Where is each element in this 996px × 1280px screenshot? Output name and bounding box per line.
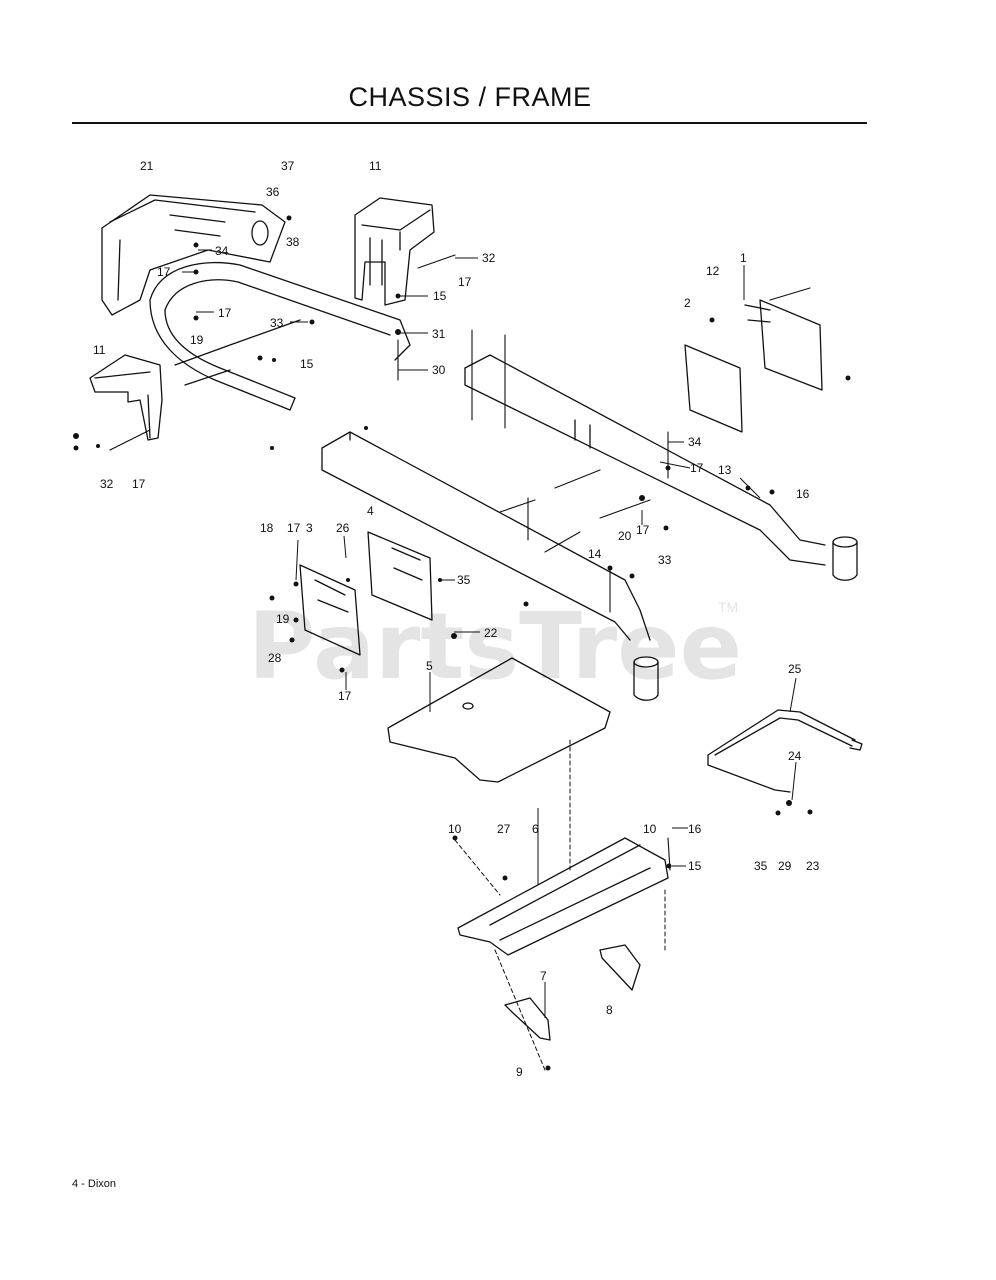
- callout: 10: [643, 822, 657, 836]
- callout: 13: [718, 463, 732, 477]
- callout: 15: [433, 289, 447, 303]
- lower-mount-bracket: [89, 354, 163, 441]
- bolts: [109, 254, 811, 871]
- callout: 30: [432, 363, 446, 377]
- callout: 37: [281, 159, 295, 173]
- callout: 33: [658, 553, 672, 567]
- seat-plate-right: [684, 299, 823, 433]
- callout: 9: [516, 1065, 523, 1079]
- callout: 26: [336, 521, 350, 535]
- callout: 19: [190, 333, 204, 347]
- callout: 32: [100, 477, 114, 491]
- caster-tube-left: [633, 656, 659, 701]
- callout: 28: [268, 651, 282, 665]
- page-footer: 4 - Dixon: [72, 1178, 117, 1190]
- upper-mount-bracket: [354, 197, 435, 306]
- watermark: PartsTree TM: [248, 593, 742, 700]
- page-title: CHASSIS / FRAME: [348, 82, 592, 112]
- callout: 17: [218, 306, 232, 320]
- callout: 15: [688, 859, 702, 873]
- rear-bracket-part: [101, 194, 286, 316]
- watermark-tm: TM: [718, 599, 738, 615]
- title-divider: [72, 122, 867, 124]
- watermark-text: PartsTree: [248, 593, 742, 700]
- callout: 10: [448, 822, 462, 836]
- callout: 2: [684, 296, 691, 310]
- callout: 15: [300, 357, 314, 371]
- callout: 6: [532, 822, 539, 836]
- callout: 22: [484, 626, 498, 640]
- seat-bar-handle: [707, 709, 863, 793]
- callout-labels: 21 37 11 36 38 34 17 32 17 15 12 1 2 17 …: [93, 159, 820, 1079]
- hardware-marks: [73, 215, 851, 1071]
- mount-bracket-7: [504, 997, 551, 1041]
- callout: 33: [270, 316, 284, 330]
- callout: 4: [367, 504, 374, 518]
- side-plates: [299, 531, 433, 656]
- callout: 17: [287, 521, 301, 535]
- callout: 8: [606, 1003, 613, 1017]
- callout: 18: [260, 521, 274, 535]
- callout: 5: [426, 659, 433, 673]
- callout: 14: [588, 547, 602, 561]
- callout: 17: [636, 523, 650, 537]
- callout: 17: [132, 477, 146, 491]
- callout: 34: [688, 435, 702, 449]
- callout: 1: [740, 251, 747, 265]
- callout: 12: [706, 264, 720, 278]
- upper-loop-frame: [149, 262, 411, 411]
- callout: 34: [215, 244, 229, 258]
- callout: 21: [140, 159, 154, 173]
- callout: 36: [266, 185, 280, 199]
- caster-tube-right: [832, 536, 858, 581]
- assembly-leader-lines: [454, 739, 666, 1071]
- main-frame-rail: [321, 354, 826, 641]
- callout: 7: [540, 969, 547, 983]
- callout-leaders: [182, 249, 797, 1018]
- callout: 25: [788, 662, 802, 676]
- callout: 17: [338, 689, 352, 703]
- mount-bracket-8: [599, 944, 641, 991]
- callout: 16: [796, 487, 810, 501]
- callout: 31: [432, 327, 446, 341]
- callout: 24: [788, 749, 802, 763]
- callout: 32: [482, 251, 496, 265]
- lower-channel: [457, 837, 669, 956]
- callout: 20: [618, 529, 632, 543]
- callout: 17: [157, 265, 171, 279]
- callout: 17: [458, 275, 472, 289]
- callout: 38: [286, 235, 300, 249]
- callout: 11: [369, 159, 382, 173]
- callout: 11: [93, 343, 106, 357]
- callout: 3: [306, 521, 313, 535]
- callout: 16: [688, 822, 702, 836]
- floor-plate: [387, 657, 611, 783]
- callout: 35: [457, 573, 471, 587]
- callout: 29: [778, 859, 792, 873]
- callout: 23: [806, 859, 820, 873]
- callout: 27: [497, 822, 511, 836]
- callout: 17: [690, 461, 704, 475]
- callout: 19: [276, 612, 290, 626]
- callout: 35: [754, 859, 768, 873]
